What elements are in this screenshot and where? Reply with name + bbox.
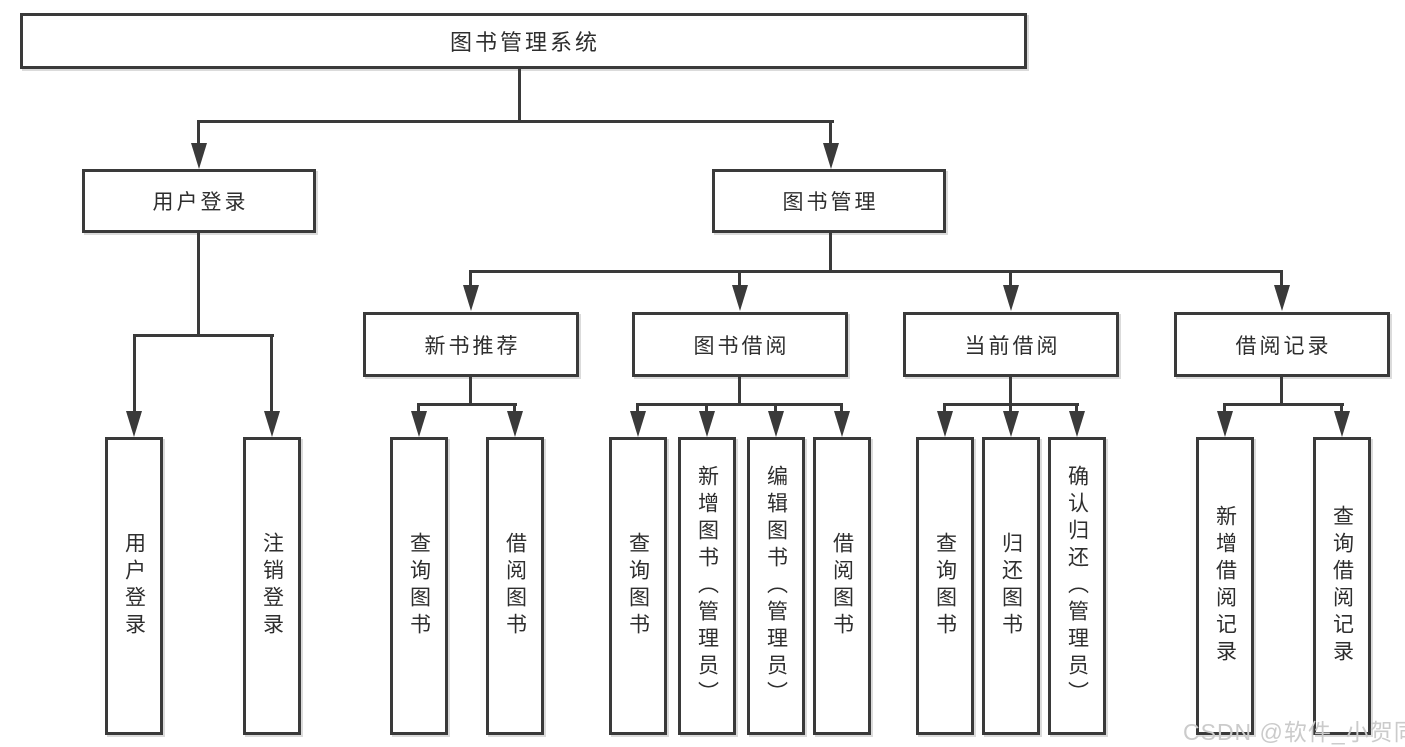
connector-line: [1009, 270, 1012, 290]
node-label: 新增图书（管理员）: [695, 464, 719, 708]
connector-line: [513, 403, 516, 415]
connector-line: [738, 270, 741, 290]
connector-line: [829, 233, 832, 272]
connector-line: [1340, 403, 1343, 415]
node-label: 查询图书: [407, 532, 431, 640]
node-label: 当前借阅: [964, 334, 1061, 358]
connector-line: [417, 403, 517, 406]
node-label: 图书借阅: [693, 334, 790, 358]
connector-line: [133, 334, 136, 414]
arrow-down-icon: [823, 143, 839, 169]
connector-line: [829, 120, 832, 148]
leaf-return-book: 归还图书: [982, 437, 1040, 735]
arrow-down-icon: [1003, 285, 1019, 311]
arrow-down-icon: [411, 411, 427, 437]
arrow-down-icon: [126, 411, 142, 437]
leaf-query-books-recommend: 查询图书: [390, 437, 448, 735]
connector-line: [197, 120, 834, 123]
connector-line: [705, 403, 708, 415]
watermark-text: CSDN @软件_小贺同学: [1183, 719, 1405, 745]
node-label: 查询借阅记录: [1330, 505, 1354, 667]
arrow-down-icon: [1003, 411, 1019, 437]
connector-line: [636, 403, 639, 415]
connector-line: [1223, 403, 1226, 415]
node-root-library-management-system: 图书管理系统: [20, 13, 1027, 69]
connector-line: [417, 403, 420, 415]
leaf-user-login: 用户登录: [105, 437, 163, 735]
node-label: 归还图书: [999, 532, 1023, 640]
connector-line: [469, 377, 472, 406]
node-label: 借阅图书: [503, 532, 527, 640]
node-current-borrowing: 当前借阅: [903, 312, 1119, 377]
leaf-logout: 注销登录: [243, 437, 301, 735]
connector-line: [518, 69, 521, 122]
node-label: 借阅图书: [830, 532, 854, 640]
node-label: 注销登录: [260, 532, 284, 640]
connector-line: [943, 403, 946, 415]
connector-line: [1223, 403, 1344, 406]
node-label: 确认归还（管理员）: [1065, 464, 1089, 708]
connector-line: [738, 377, 741, 406]
node-label: 查询图书: [626, 532, 650, 640]
connector-line: [840, 403, 843, 415]
leaf-edit-book-admin: 编辑图书（管理员）: [747, 437, 805, 735]
node-label: 图书管理系统: [449, 30, 600, 55]
node-label: 借阅记录: [1235, 334, 1332, 358]
arrow-down-icon: [937, 411, 953, 437]
arrow-down-icon: [1274, 285, 1290, 311]
leaf-borrow-books: 借阅图书: [813, 437, 871, 735]
leaf-query-books-borrow: 查询图书: [609, 437, 667, 735]
connector-line: [469, 270, 472, 290]
node-label: 新增借阅记录: [1213, 505, 1237, 667]
leaf-confirm-return-admin: 确认归还（管理员）: [1048, 437, 1106, 735]
leaf-query-borrow-record: 查询借阅记录: [1313, 437, 1371, 735]
leaf-add-book-admin: 新增图书（管理员）: [678, 437, 736, 735]
node-label: 图书管理: [782, 191, 879, 214]
arrow-down-icon: [1217, 411, 1233, 437]
arrow-down-icon: [463, 285, 479, 311]
leaf-add-borrow-record: 新增借阅记录: [1196, 437, 1254, 735]
arrow-down-icon: [732, 285, 748, 311]
node-user-login: 用户登录: [82, 169, 316, 233]
connector-line: [197, 120, 200, 148]
connector-line: [469, 270, 1283, 273]
arrow-down-icon: [507, 411, 523, 437]
leaf-borrow-books-recommend: 借阅图书: [486, 437, 544, 735]
connector-line: [1009, 377, 1012, 406]
arrow-down-icon: [191, 143, 207, 169]
connector-line: [636, 403, 843, 406]
connector-line: [774, 403, 777, 415]
node-book-borrowing: 图书借阅: [632, 312, 848, 377]
node-label: 查询图书: [933, 532, 957, 640]
connector-line: [1009, 403, 1012, 415]
connector-line: [1280, 270, 1283, 290]
connector-line: [270, 334, 273, 414]
arrow-down-icon: [699, 411, 715, 437]
connector-line: [133, 334, 274, 337]
connector-line: [1280, 377, 1283, 406]
node-book-management: 图书管理: [712, 169, 946, 233]
connector-line: [197, 233, 200, 336]
leaf-query-books-current: 查询图书: [916, 437, 974, 735]
node-label: 新书推荐: [424, 334, 521, 358]
connector-line: [1075, 403, 1078, 415]
node-borrowing-records: 借阅记录: [1174, 312, 1390, 377]
node-label: 编辑图书（管理员）: [764, 464, 788, 708]
arrow-down-icon: [1069, 411, 1085, 437]
arrow-down-icon: [768, 411, 784, 437]
arrow-down-icon: [834, 411, 850, 437]
arrow-down-icon: [630, 411, 646, 437]
node-label: 用户登录: [122, 532, 146, 640]
node-new-book-recommendation: 新书推荐: [363, 312, 579, 377]
arrow-down-icon: [1334, 411, 1350, 437]
node-label: 用户登录: [152, 191, 249, 214]
arrow-down-icon: [264, 411, 280, 437]
